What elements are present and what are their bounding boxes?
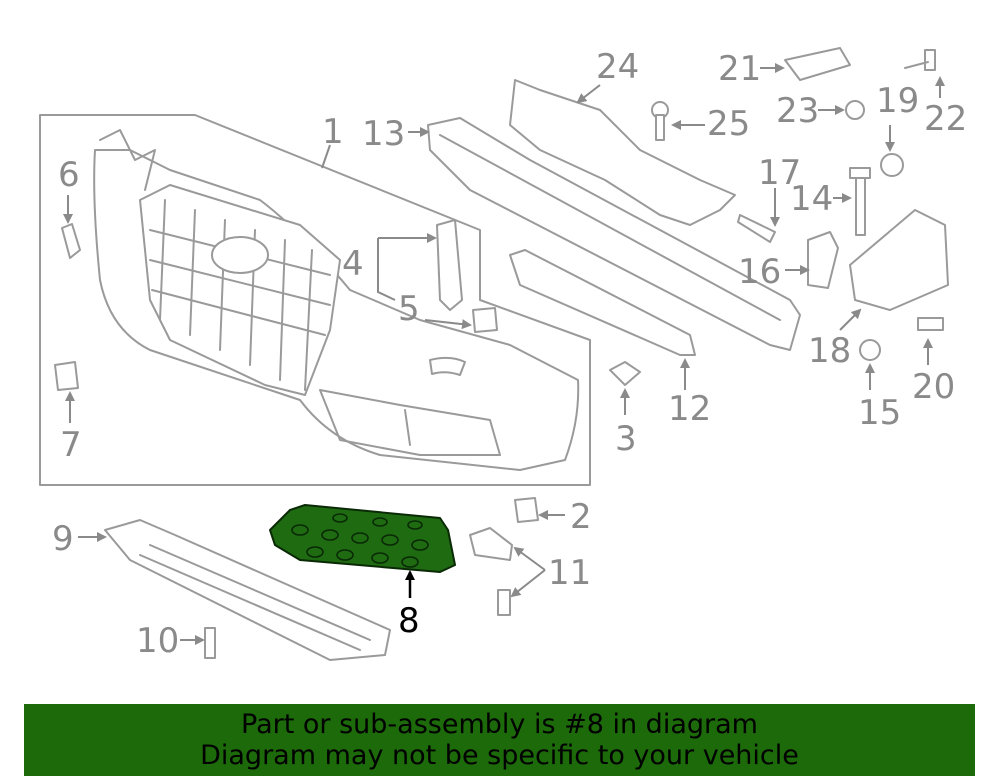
callout-14: 14 xyxy=(790,179,833,219)
callout-13: 13 xyxy=(362,114,405,154)
part-16-bracket xyxy=(807,231,839,289)
callout-21: 21 xyxy=(718,49,761,89)
callout-6: 6 xyxy=(58,155,80,195)
callout-5: 5 xyxy=(398,289,420,329)
fasteners xyxy=(204,49,944,659)
part-2-clip xyxy=(514,497,539,523)
callout-9: 9 xyxy=(52,519,74,559)
part-21-bracket xyxy=(784,47,851,81)
callout-3: 3 xyxy=(615,419,637,459)
callout-24: 24 xyxy=(596,47,639,87)
callout-1: 1 xyxy=(322,112,344,152)
part-24-absorber xyxy=(509,79,736,226)
part-3-nut-clip xyxy=(609,361,641,386)
callout-16: 16 xyxy=(738,252,781,292)
part-9-underbody-shield xyxy=(104,519,391,661)
part-13-bumper-beam xyxy=(427,117,801,351)
callout-18: 18 xyxy=(808,331,851,371)
callout-4: 4 xyxy=(342,244,364,284)
callout-23: 23 xyxy=(776,91,819,131)
callouts: 1 2 3 4 5 6 7 8 9 10 11 12 13 14 15 16 1… xyxy=(52,47,967,661)
part-18-bracket xyxy=(849,209,949,311)
callout-15: 15 xyxy=(858,393,901,433)
leader-lines xyxy=(63,63,945,645)
callout-20: 20 xyxy=(912,367,955,407)
callout-12: 12 xyxy=(668,389,711,429)
callout-22: 22 xyxy=(924,99,967,139)
callout-25: 25 xyxy=(707,104,750,144)
part-7-bracket xyxy=(54,361,79,391)
part-12-absorber xyxy=(509,249,696,356)
info-banner: Part or sub-assembly is #8 in diagram Di… xyxy=(24,704,975,776)
parts-diagram: 1 2 3 4 5 6 7 8 9 10 11 12 13 14 15 16 1… xyxy=(39,47,967,661)
bumper-cover-panel xyxy=(39,114,591,486)
callout-8: 8 xyxy=(398,601,420,641)
callout-2: 2 xyxy=(570,497,592,537)
banner-line-2: Diagram may not be specific to your vehi… xyxy=(200,740,799,771)
callout-19: 19 xyxy=(876,81,919,121)
part-8-highlighted[interactable] xyxy=(269,504,456,573)
callout-7: 7 xyxy=(60,425,82,465)
callout-17: 17 xyxy=(758,153,801,193)
callout-11: 11 xyxy=(548,553,591,593)
banner-line-1: Part or sub-assembly is #8 in diagram xyxy=(241,709,758,740)
part-6-cap xyxy=(61,223,81,259)
callout-10: 10 xyxy=(136,621,179,661)
part-11-bracket xyxy=(469,527,513,561)
